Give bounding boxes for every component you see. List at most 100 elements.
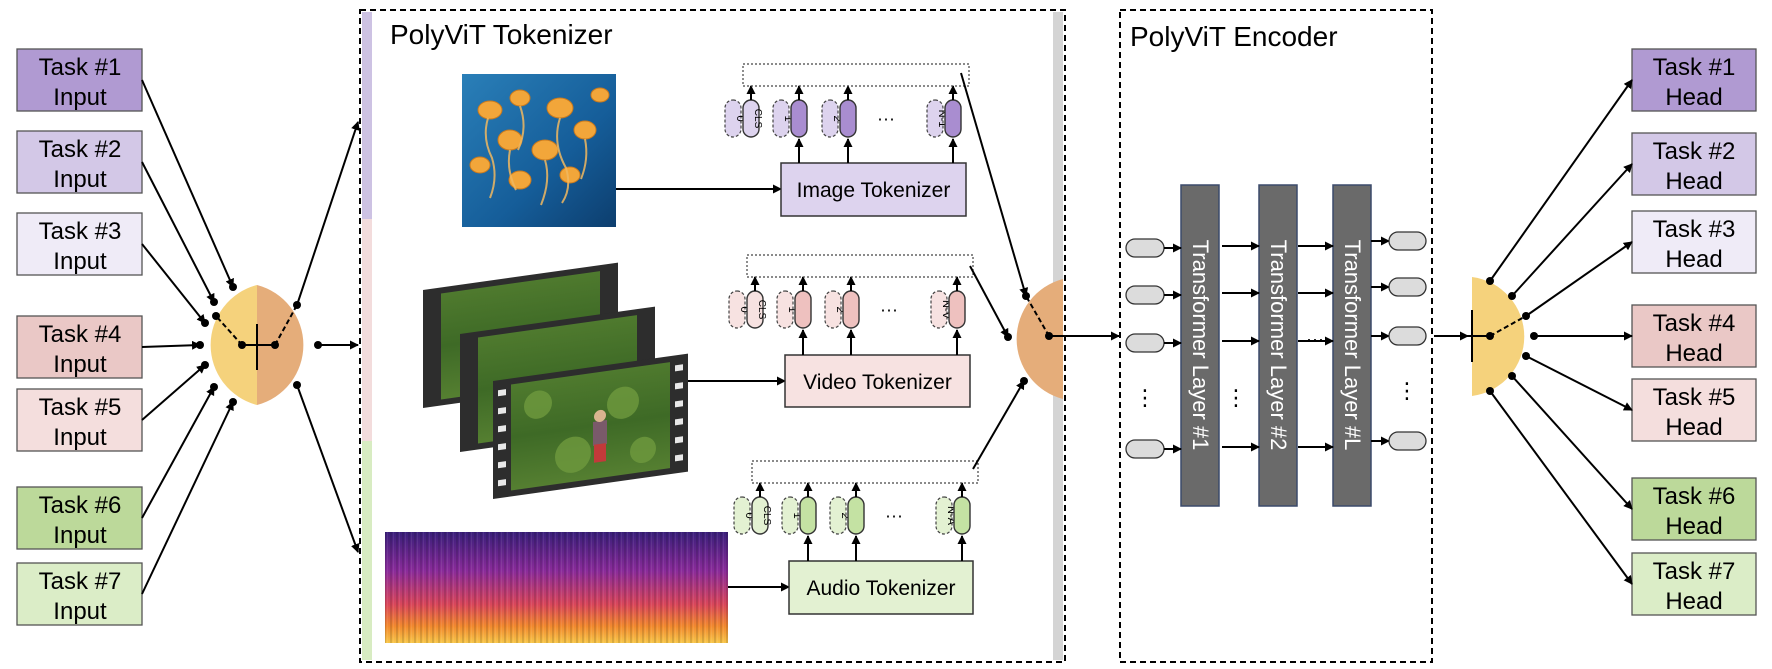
encoder-input-token xyxy=(1125,285,1165,305)
patch-token xyxy=(948,290,966,329)
task-input-sublabel: Input xyxy=(53,598,107,625)
token-pair-3: N-A xyxy=(935,482,971,561)
task-input-label: Task #3 xyxy=(39,218,122,245)
video-tokenizer-label: Video Tokenizer xyxy=(803,371,952,394)
input-port xyxy=(196,341,204,349)
token-concat-box xyxy=(751,460,979,484)
task-input-label: Task #7 xyxy=(39,568,122,595)
switch-node xyxy=(212,312,220,320)
token-pair-3: N-V xyxy=(930,276,966,355)
patch-token xyxy=(790,99,808,138)
video-thumbnail xyxy=(423,262,688,499)
task-head-label: Task #2 xyxy=(1653,138,1736,165)
task-head-sublabel: Head xyxy=(1665,168,1722,195)
audio-tokenizer: Audio Tokenizer xyxy=(788,560,974,615)
task-head-label: Task #1 xyxy=(1653,54,1736,81)
task-input-sublabel: Input xyxy=(53,351,107,378)
encoder-layers: Transformer Layer #1 Transformer Layer #2… xyxy=(1125,184,1427,507)
task-input-label: Task #5 xyxy=(39,394,122,421)
head-wires xyxy=(1486,79,1633,585)
encoder-panel: PolyViT Encoder xyxy=(1119,9,1433,663)
head-wire xyxy=(1525,241,1633,317)
encoder-input-token xyxy=(1125,439,1165,459)
input-wire xyxy=(141,401,234,595)
image-tokenizer-label: Image Tokenizer xyxy=(797,179,951,202)
task-head-sublabel: Head xyxy=(1665,414,1722,441)
encoder-input-token xyxy=(1125,333,1165,353)
head-wire xyxy=(1489,79,1633,282)
video-tokenizer: Video Tokenizer xyxy=(784,354,971,408)
position-embedding xyxy=(821,99,839,138)
transformer-layer-2: Transformer Layer #2 xyxy=(1258,184,1298,507)
encoder-ellipsis: ··· xyxy=(1306,329,1324,349)
token-concat-box xyxy=(746,254,974,278)
patch-token xyxy=(842,290,860,329)
transformer-layer-label: Transformer Layer #1 xyxy=(1188,240,1213,451)
position-embedding xyxy=(724,99,742,138)
encoder-vdots: ⋮ xyxy=(1134,385,1156,410)
position-label: 0 xyxy=(738,306,750,312)
position-embedding xyxy=(772,99,790,138)
switch-node xyxy=(314,341,322,349)
encoder-vdots: ⋮ xyxy=(1396,378,1418,403)
token-pair-1: 1 xyxy=(781,482,817,561)
position-embedding xyxy=(776,290,794,329)
token-pair-1: 1 xyxy=(772,85,808,163)
input-port xyxy=(210,383,218,391)
encoder-output-token xyxy=(1388,231,1427,251)
task-head-box-2: Task #2 Head xyxy=(1631,132,1757,196)
task-head-box-7: Task #7 Head xyxy=(1631,552,1757,616)
input-wire xyxy=(141,364,206,421)
switch-node xyxy=(271,341,279,349)
token-pair-2: 2 xyxy=(824,276,860,355)
task-head-sublabel: Head xyxy=(1665,246,1722,273)
task-head-sublabel: Head xyxy=(1665,588,1722,615)
head-wire xyxy=(1489,390,1633,585)
patch-token xyxy=(944,99,962,138)
encoder-vdots: ⋮ xyxy=(1225,385,1247,410)
token-pair-1: 1 xyxy=(776,276,812,355)
token-concat-box xyxy=(742,63,970,87)
task-head-label: Task #7 xyxy=(1653,558,1736,585)
position-label: 0 xyxy=(734,115,746,121)
transformer-layer-label: Transformer Layer #L xyxy=(1340,240,1365,451)
position-embedding xyxy=(935,496,953,535)
token-pair-2: 2 xyxy=(821,85,857,163)
task-input-sublabel: Input xyxy=(53,166,107,193)
cls-label: CLS xyxy=(752,109,763,129)
position-embedding xyxy=(728,290,746,329)
position-embedding xyxy=(781,496,799,535)
transformer-layer-label: Transformer Layer #2 xyxy=(1266,240,1291,451)
cls-label: CLS xyxy=(761,506,772,526)
encoder-title: PolyViT Encoder xyxy=(1130,21,1338,52)
head-switch xyxy=(1434,277,1527,396)
to-audio-wire xyxy=(296,384,360,553)
task-input-sublabel: Input xyxy=(53,84,107,111)
patch-token xyxy=(847,496,865,535)
image-tokenizer: Image Tokenizer xyxy=(780,162,967,217)
audio-tokenizer-label: Audio Tokenizer xyxy=(806,577,955,600)
switch-node xyxy=(238,341,246,349)
input-port xyxy=(229,283,237,291)
patch-token xyxy=(953,496,971,535)
image-thumbnail xyxy=(462,74,616,227)
patch-token xyxy=(839,99,857,138)
transformer-layer-1: Transformer Layer #1 xyxy=(1180,184,1220,507)
task-input-label: Task #6 xyxy=(39,492,122,519)
token-ellipsis: ··· xyxy=(877,109,895,129)
position-label: 2 xyxy=(839,512,851,518)
input-port xyxy=(201,361,209,369)
patch-token xyxy=(794,290,812,329)
token-pair-3: N-1 xyxy=(926,85,962,163)
